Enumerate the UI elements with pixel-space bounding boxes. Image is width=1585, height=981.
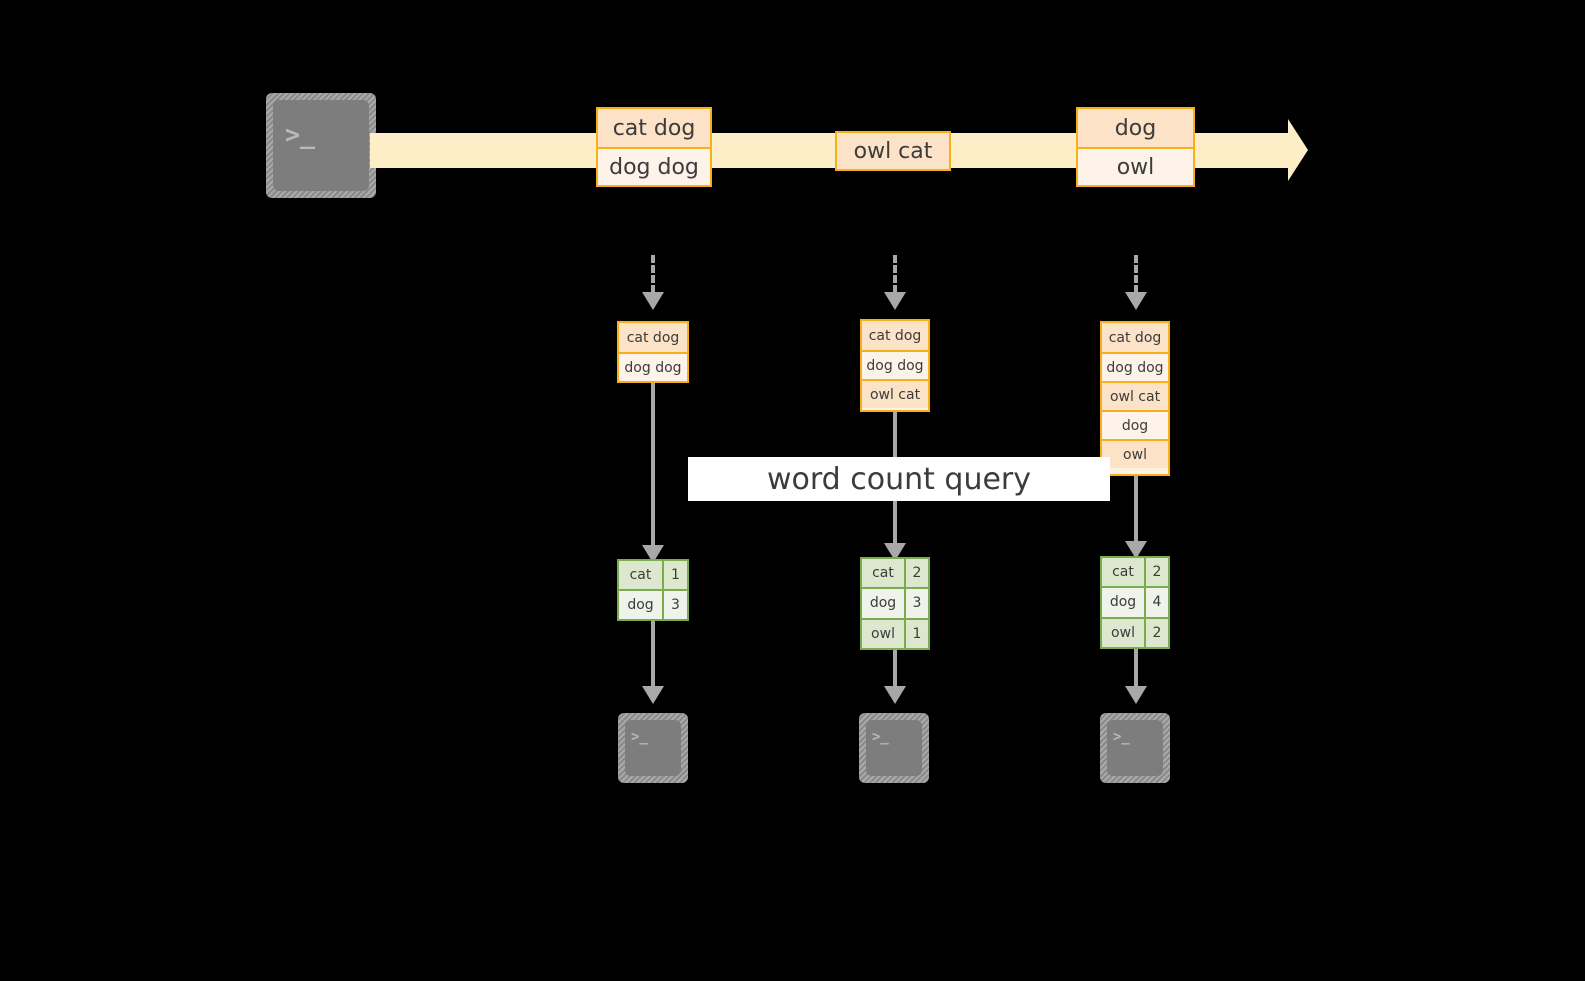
table-cell-count: 1: [906, 619, 928, 648]
sink-arrow-head-icon: [884, 686, 906, 704]
table-cell-word: owl: [1102, 618, 1146, 647]
table-cell-word: dog: [1102, 588, 1146, 617]
table-cell-count: 4: [1146, 588, 1168, 617]
sink-connector-2: [893, 650, 897, 692]
table-cell-count: 3: [664, 591, 687, 619]
sink-connector-1: [651, 621, 655, 691]
query-label: word count query: [766, 461, 1032, 497]
table-cell-count: 2: [906, 559, 928, 588]
query-connector-1: [651, 383, 655, 553]
snapshot-record: dog dog: [862, 350, 928, 379]
snapshot-dashed-connector: [893, 255, 897, 293]
table-cell-word: cat: [862, 559, 906, 588]
terminal-screen: >_: [1107, 720, 1163, 776]
sink-terminal-icon-1: >_: [618, 713, 688, 783]
stream-record-group-2: owl cat: [835, 131, 951, 171]
table-cell-count: 1: [664, 561, 687, 589]
terminal-screen: >_: [273, 100, 369, 191]
snapshot-record: dog: [1102, 410, 1168, 439]
snapshot-record: owl cat: [862, 379, 928, 408]
stream-record: owl cat: [837, 133, 949, 169]
table-row: owl 2: [1102, 616, 1168, 647]
table-row: dog 4: [1102, 586, 1168, 617]
snapshot-dashed-connector: [651, 255, 655, 293]
source-terminal-icon: >_: [266, 93, 376, 198]
query-arrow-head-icon: [884, 543, 906, 561]
result-table-2: cat 2 dog 3 owl 1: [860, 557, 930, 650]
table-row: owl 1: [862, 617, 928, 648]
terminal-prompt-label: >_: [285, 120, 316, 149]
table-cell-word: cat: [1102, 558, 1146, 587]
snapshot-dashed-connector: [1134, 255, 1138, 293]
result-table-3: cat 2 dog 4 owl 2: [1100, 556, 1170, 649]
table-cell-word: dog: [619, 591, 664, 619]
query-arrow-head-icon: [642, 545, 664, 563]
table-cell-word: owl: [862, 619, 906, 648]
terminal-screen: >_: [866, 720, 922, 776]
terminal-prompt-label: >_: [631, 729, 648, 745]
stream-record: dog dog: [598, 147, 710, 185]
snapshot-box-2: cat dog dog dog owl cat: [860, 319, 930, 412]
table-cell-count: 2: [1146, 558, 1168, 587]
table-cell-word: cat: [619, 561, 664, 589]
snapshot-record: cat dog: [1102, 323, 1168, 352]
query-label-band: word count query: [688, 457, 1110, 501]
sink-terminal-icon-2: >_: [859, 713, 929, 783]
stream-record: dog: [1078, 109, 1193, 147]
snapshot-arrow-head-icon: [1125, 292, 1147, 310]
query-connector-3: [1134, 476, 1138, 552]
result-table-1: cat 1 dog 3: [617, 559, 689, 621]
snapshot-record: cat dog: [862, 321, 928, 350]
sink-arrow-head-icon: [642, 686, 664, 704]
stream-record-group-3: dog owl: [1076, 107, 1195, 187]
terminal-prompt-label: >_: [872, 729, 889, 745]
snapshot-record: cat dog: [619, 323, 687, 352]
query-arrow-head-icon: [1125, 541, 1147, 559]
table-row: dog 3: [862, 587, 928, 618]
table-row: dog 3: [619, 589, 687, 619]
snapshot-record: dog dog: [1102, 352, 1168, 381]
table-row: cat 1: [619, 561, 687, 589]
table-row: cat 2: [862, 559, 928, 588]
terminal-screen: >_: [625, 720, 681, 776]
sink-connector-3: [1134, 649, 1138, 692]
snapshot-record: owl cat: [1102, 381, 1168, 410]
snapshot-record: dog dog: [619, 352, 687, 381]
snapshot-arrow-head-icon: [884, 292, 906, 310]
stream-record: cat dog: [598, 109, 710, 147]
snapshot-arrow-head-icon: [642, 292, 664, 310]
table-cell-count: 3: [906, 589, 928, 618]
table-cell-word: dog: [862, 589, 906, 618]
stream-record: owl: [1078, 147, 1193, 185]
stream-arrow-head: [1288, 119, 1308, 181]
snapshot-record: owl: [1102, 439, 1168, 468]
stream-record-group-1: cat dog dog dog: [596, 107, 712, 187]
terminal-prompt-label: >_: [1113, 729, 1130, 745]
snapshot-box-3: cat dog dog dog owl cat dog owl: [1100, 321, 1170, 476]
table-row: cat 2: [1102, 558, 1168, 587]
snapshot-box-1: cat dog dog dog: [617, 321, 689, 383]
sink-arrow-head-icon: [1125, 686, 1147, 704]
sink-terminal-icon-3: >_: [1100, 713, 1170, 783]
table-cell-count: 2: [1146, 618, 1168, 647]
